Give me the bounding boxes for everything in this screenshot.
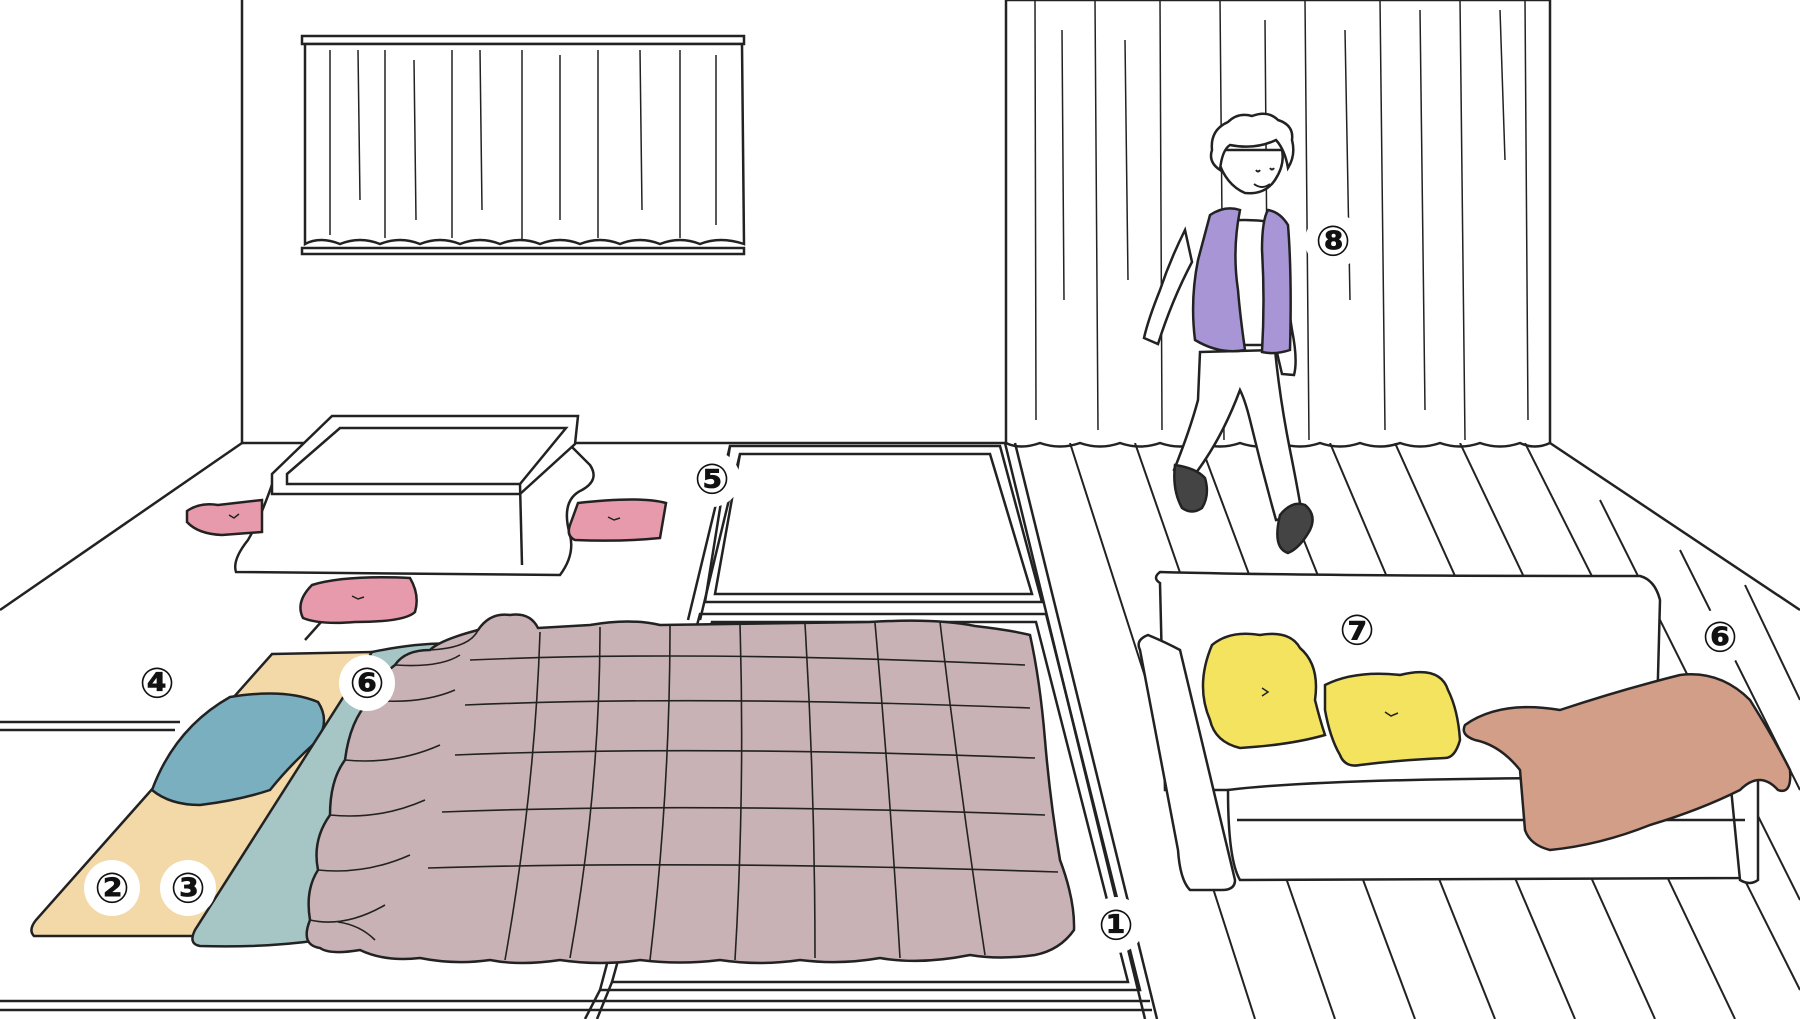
label-2-text: ② — [94, 864, 130, 913]
label-6b: ⑥ — [1692, 609, 1748, 665]
label-2: ② — [84, 860, 140, 916]
kotatsu-table — [234, 414, 595, 577]
futon-comforter — [305, 613, 1076, 965]
label-5-text: ⑤ — [694, 455, 730, 504]
window-curtain — [300, 34, 746, 256]
label-8-text: ⑧ — [1315, 217, 1351, 266]
label-8: ⑧ — [1305, 213, 1361, 269]
person-left-arm — [1142, 226, 1194, 346]
zabuton-cushion-front — [299, 576, 418, 625]
sofa-cushions — [1201, 632, 1462, 767]
person-vest — [1191, 207, 1292, 355]
futon-set — [30, 613, 1076, 965]
label-1: ① — [1088, 897, 1144, 953]
person — [1142, 112, 1314, 555]
label-3-text: ③ — [170, 864, 206, 913]
throw-blanket — [1462, 673, 1792, 852]
zabuton-cushions — [185, 498, 668, 625]
zabuton-cushion-right — [567, 498, 668, 542]
label-5: ⑤ — [684, 451, 740, 507]
label-3: ③ — [160, 860, 216, 916]
sofa-cushion-right — [1323, 670, 1462, 767]
label-6a-text: ⑥ — [349, 659, 385, 708]
label-7-text: ⑦ — [1339, 606, 1375, 655]
number-labels: ① ② ③ ④ ⑤ ⑥ ⑥ ⑦ — [84, 213, 1748, 953]
person-left-shoe — [1173, 463, 1209, 513]
sofa-cushion-left — [1201, 632, 1327, 750]
label-1-text: ① — [1098, 901, 1134, 950]
person-face — [1216, 148, 1284, 195]
person-hair — [1209, 112, 1295, 173]
label-7: ⑦ — [1329, 602, 1385, 658]
label-4-text: ④ — [139, 659, 175, 708]
label-4: ④ — [129, 655, 185, 711]
label-6b-text: ⑥ — [1702, 613, 1738, 662]
zabuton-cushion-left — [185, 498, 264, 537]
sofa-left-arm — [1137, 633, 1237, 892]
person-right-shoe — [1276, 502, 1314, 555]
label-6a: ⑥ — [339, 655, 395, 711]
